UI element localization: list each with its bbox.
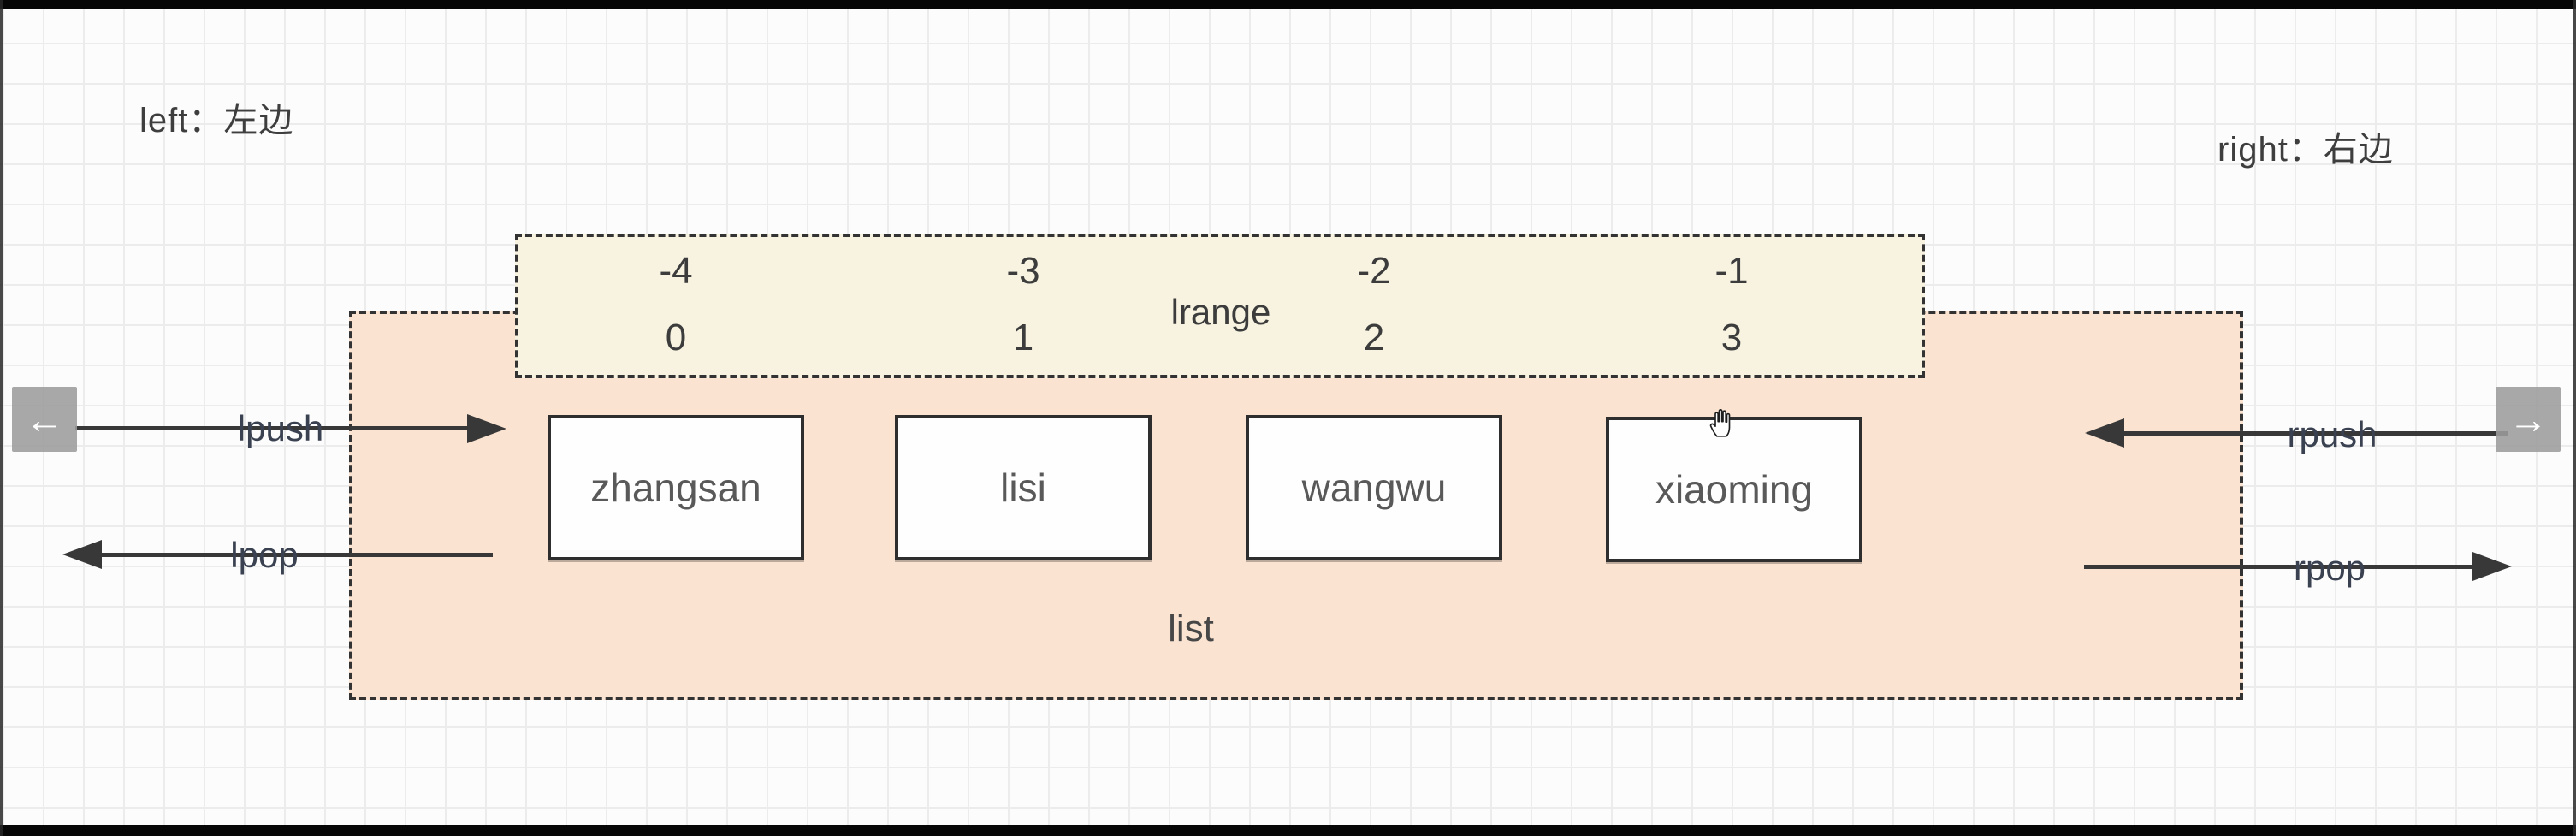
left-annotation: left：左边 (139, 102, 294, 139)
arrow-right-icon: → (2508, 397, 2548, 442)
index-positive: 1 (1012, 317, 1034, 359)
index-negative: -1 (1714, 250, 1749, 292)
lpush-arrow-line (75, 426, 469, 430)
right-annotation: right：右边 (2218, 131, 2394, 169)
rpush-arrowhead-icon (2085, 418, 2124, 448)
lpush-arrowhead-icon (467, 414, 506, 443)
list-element-box: wangwu (1246, 415, 1502, 560)
frame-edge-right (2573, 0, 2576, 836)
index-negative: -2 (1357, 250, 1391, 292)
lrange-index-box (515, 234, 1925, 378)
list-element-box: zhangsan (548, 415, 804, 560)
index-positive: 0 (665, 317, 687, 359)
rpush-label: rpush (2287, 414, 2378, 454)
lrange-label: lrange (1170, 292, 1271, 332)
hand-cursor-icon (1709, 409, 1731, 437)
rpop-arrowhead-icon (2472, 552, 2512, 581)
frame-edge-left (0, 0, 3, 836)
arrow-left-icon: ← (25, 397, 64, 442)
lpop-arrowhead-icon (62, 540, 102, 569)
lpop-arrow-line (100, 553, 493, 557)
lpop-label: lpop (230, 535, 299, 575)
rpush-arrow-line (2123, 431, 2508, 436)
lpush-label: lpush (237, 408, 324, 448)
index-negative: -4 (659, 250, 693, 292)
next-slide-button[interactable]: → (2496, 387, 2561, 452)
letterbox-bottom (0, 825, 2576, 836)
letterbox-top (0, 0, 2576, 9)
list-label: list (1168, 608, 1214, 649)
list-element-box: lisi (895, 415, 1152, 560)
rpop-arrow-line (2084, 565, 2474, 569)
list-element-box: xiaoming (1606, 417, 1862, 562)
index-positive: 2 (1363, 317, 1385, 359)
index-positive: 3 (1720, 317, 1743, 359)
rpop-label: rpop (2293, 548, 2366, 588)
previous-slide-button[interactable]: ← (12, 387, 77, 452)
index-negative: -3 (1006, 250, 1040, 292)
